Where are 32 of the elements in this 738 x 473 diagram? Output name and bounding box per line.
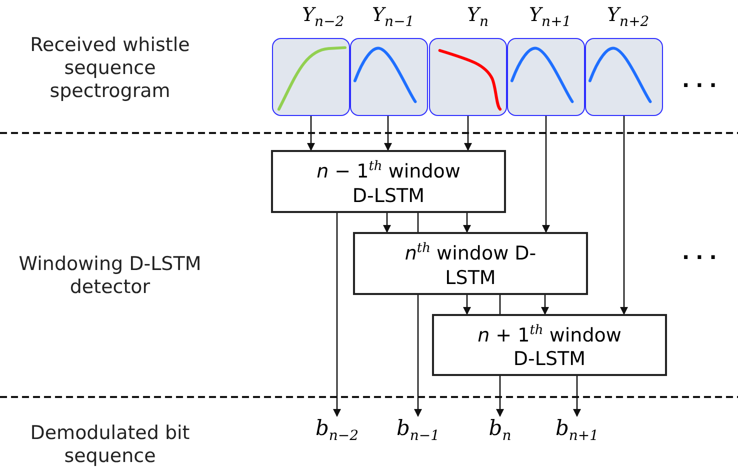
process-box: n$^{th}$ window D-LSTM (353, 232, 588, 295)
arrow (620, 116, 628, 315)
section-label: Windowing D-LSTM detector (18, 253, 202, 299)
arrow (333, 213, 341, 417)
math-label: b$_{n−2}$ (302, 416, 372, 450)
process-box: n − 1$^{th}$ window D-LSTM (271, 150, 506, 213)
ellipsis: ... (682, 240, 723, 264)
math-label: Y$_{n−2}$ (302, 4, 344, 30)
arrow (464, 116, 472, 151)
math-label: Y$_{n−1}$ (372, 4, 414, 30)
math-label: Y$_{n+1}$ (529, 4, 572, 30)
math-label: b$_{n}$ (465, 416, 535, 450)
section-label: Received whistle sequence spectrogram (29, 34, 191, 103)
process-box: n + 1$^{th}$ window D-LSTM (432, 314, 667, 376)
arrow (463, 295, 471, 315)
arrow (383, 213, 391, 233)
arrow (573, 376, 581, 417)
ellipsis: ... (682, 68, 723, 92)
math-label: b$_{n−1}$ (383, 416, 453, 450)
arrow (307, 116, 315, 151)
section-label: Demodulated bit sequence (29, 422, 191, 468)
arrow (542, 116, 550, 233)
arrow (463, 213, 471, 233)
math-label: Y$_{n+2}$ (607, 4, 650, 30)
math-label: Y$_{n}$ (467, 4, 489, 30)
arrow (414, 295, 422, 417)
connector-line (417, 213, 419, 232)
math-label: b$_{n+1}$ (542, 416, 612, 450)
arrow (384, 116, 392, 151)
arrow (496, 376, 504, 417)
connector-line (499, 295, 501, 314)
arrow (541, 295, 549, 315)
